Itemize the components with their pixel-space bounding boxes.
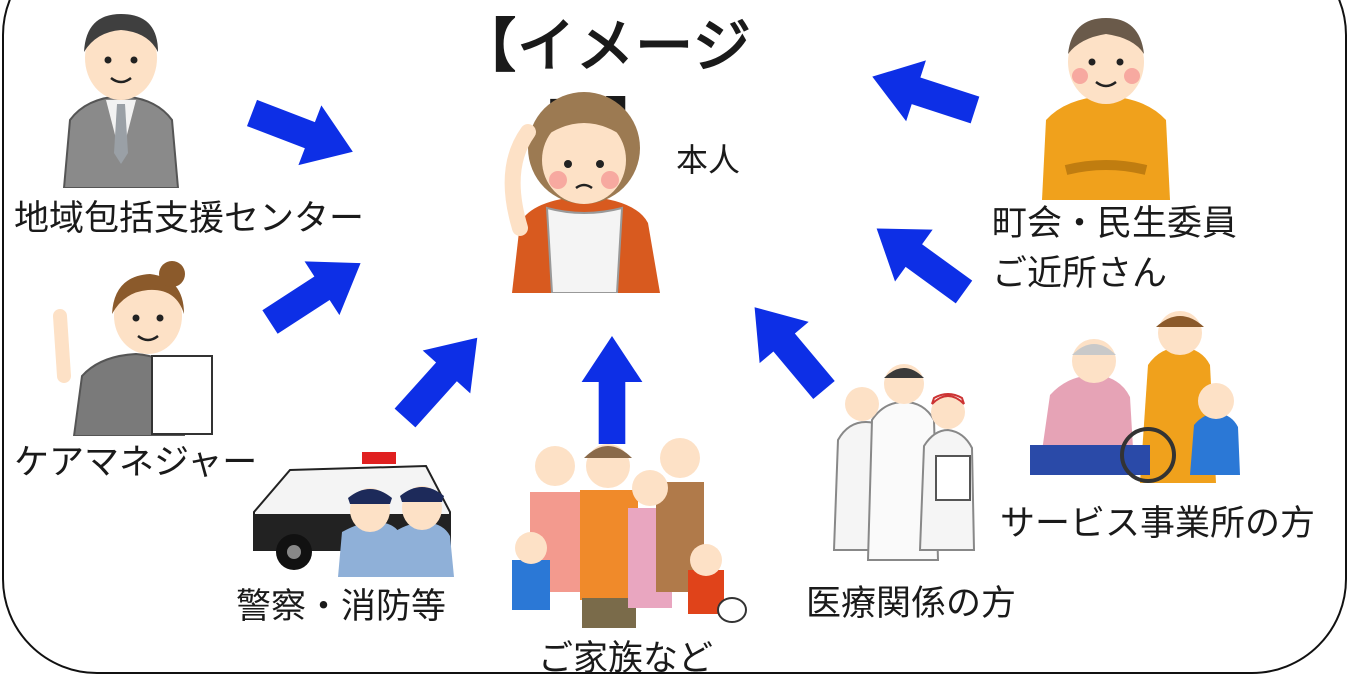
- family-figure: [512, 438, 747, 628]
- actor-label-chiiki: 地域包括支援センター: [14, 199, 365, 239]
- police-figure: [253, 452, 454, 577]
- actor-label-medical: 医療関係の方: [806, 584, 1017, 624]
- service-provider-figure: [1030, 311, 1240, 483]
- actor-label-caremanager: ケアマネジャー: [14, 443, 258, 483]
- arrow-from-caremanager: [252, 236, 379, 349]
- actor-label-family: ご家族など: [538, 639, 714, 679]
- center-label: 本人: [676, 141, 741, 179]
- arrow-from-community-upper: [862, 46, 985, 141]
- neighbor-man-figure: [1042, 18, 1170, 200]
- actor-label-police: 警察・消防等: [236, 587, 447, 627]
- actor-label-community: 町会・民生委員: [992, 204, 1238, 244]
- arrow-from-chiiki: [240, 83, 365, 182]
- arrow-from-family: [581, 336, 643, 444]
- elderly-woman-figure: [504, 92, 660, 293]
- actor-label-neighbors: ご近所さん: [992, 254, 1168, 294]
- actor-label-service: サービス事業所の方: [1000, 504, 1316, 544]
- arrow-from-police: [381, 316, 502, 440]
- arrow-from-community-lower: [857, 202, 983, 318]
- suit-man-figure: [62, 14, 180, 188]
- medical-staff-figure: [832, 364, 976, 561]
- care-manager-figure: [53, 261, 213, 436]
